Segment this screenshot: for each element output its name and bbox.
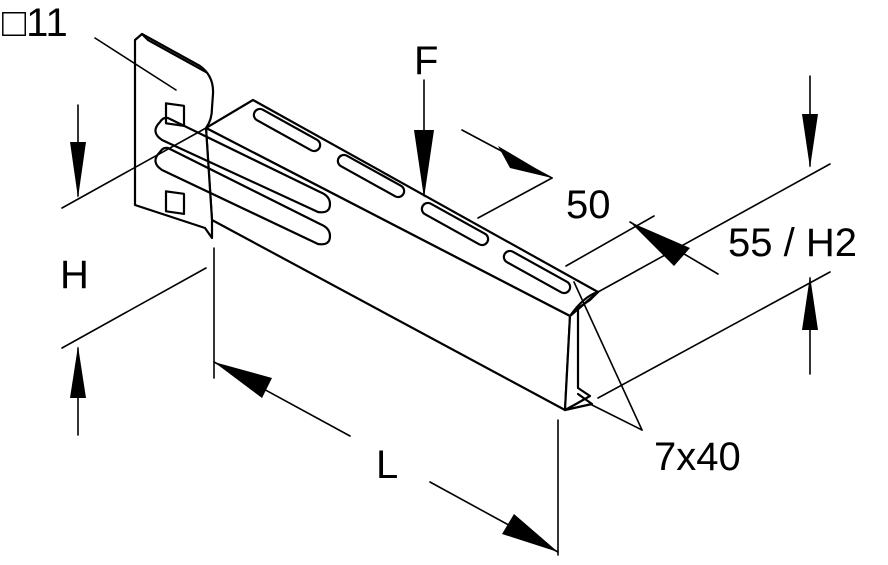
h-arrow-bottom <box>70 346 86 398</box>
end-lip-bottom <box>563 392 594 412</box>
top-slot-3 <box>420 201 490 247</box>
width-extension-right <box>565 215 655 267</box>
slot-leader-2 <box>589 403 643 431</box>
force-arrow-head <box>414 130 434 198</box>
h2-arrow-top <box>802 114 818 168</box>
h-extension-bottom <box>61 267 207 349</box>
h2-arrow-bottom <box>802 276 818 330</box>
top-slot-1 <box>252 107 322 153</box>
slot-label: 7x40 <box>654 435 741 479</box>
width-extension-left <box>477 177 553 219</box>
width-label: 50 <box>566 183 611 227</box>
plate-slot-lower <box>154 146 332 246</box>
bracket-body <box>133 32 600 412</box>
square-hole-leader <box>94 37 177 91</box>
square-hole-lower <box>164 190 186 215</box>
top-slot-2 <box>336 153 406 199</box>
top-slot-4 <box>502 249 572 295</box>
plate-slot-upper <box>154 116 332 214</box>
dimension-labels: □11 F 50 55 / H2 H L 7x40 <box>2 1 857 487</box>
width-arrow-right <box>630 222 690 266</box>
dimension-lines <box>61 37 831 556</box>
height-h2-label: 55 / H2 <box>728 221 857 265</box>
wall-plate-edge <box>140 32 208 74</box>
square-hole-label: □11 <box>2 1 68 45</box>
end-lip-top <box>568 290 600 318</box>
arm-end-profile <box>563 290 600 412</box>
length-label: L <box>376 443 398 487</box>
width-arrow-left <box>498 146 552 178</box>
h-arrow-top <box>70 142 86 198</box>
slot-leader-1 <box>573 281 643 431</box>
h2-extension-top <box>597 163 831 293</box>
l-arrow-left <box>214 362 272 398</box>
l-arrow-right <box>502 514 558 552</box>
height-label: H <box>60 253 89 297</box>
h-extension-top <box>61 127 207 209</box>
h2-extension-bottom <box>597 271 831 399</box>
force-label: F <box>414 39 438 83</box>
